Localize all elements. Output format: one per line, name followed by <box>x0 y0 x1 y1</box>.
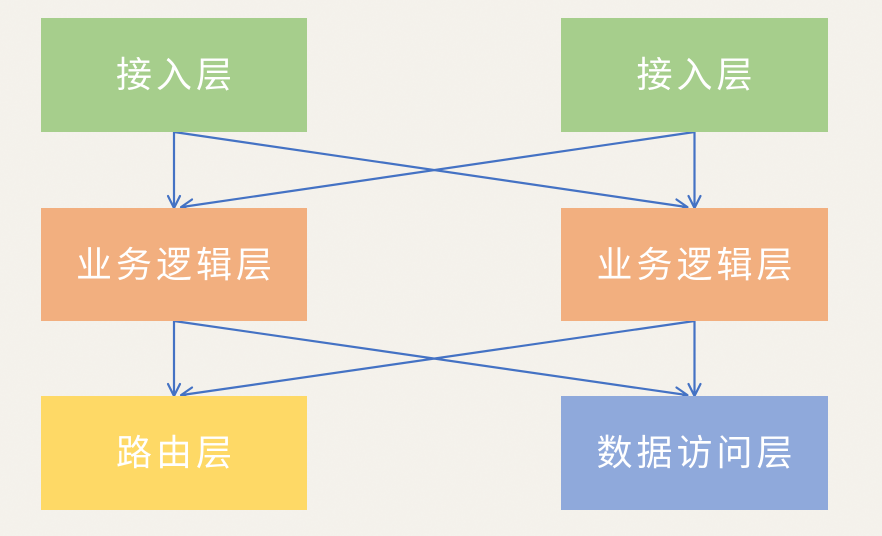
node-label-access-right: 接入层 <box>636 54 757 95</box>
node-label-routing: 路由层 <box>115 432 236 473</box>
node-access-left: 接入层 <box>41 18 307 132</box>
node-logic-right: 业务逻辑层 <box>561 208 828 321</box>
node-logic-left: 业务逻辑层 <box>41 208 307 321</box>
node-data-access: 数据访问层 <box>561 396 828 510</box>
node-label-logic-right: 业务逻辑层 <box>596 243 797 285</box>
node-label-logic-left: 业务逻辑层 <box>75 243 276 285</box>
node-label-data-access: 数据访问层 <box>596 432 797 473</box>
node-access-right: 接入层 <box>561 18 828 132</box>
node-routing: 路由层 <box>41 396 307 510</box>
node-label-access-left: 接入层 <box>115 54 236 95</box>
